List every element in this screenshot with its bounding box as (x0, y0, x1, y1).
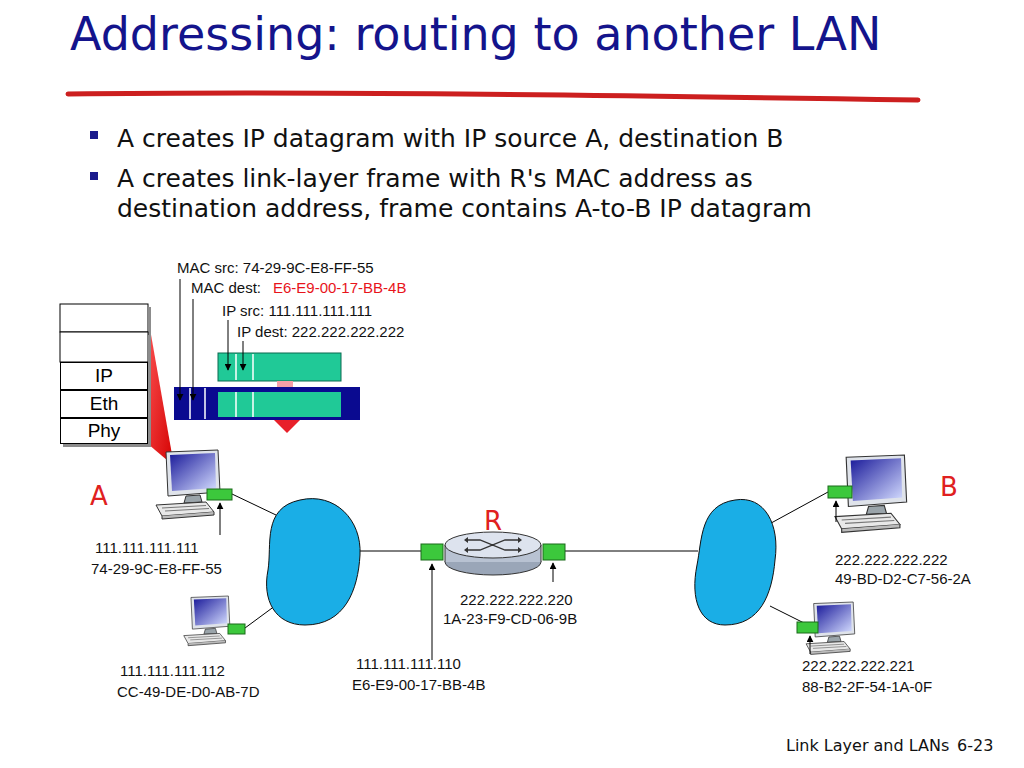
footer-text: Link Layer and LANs (786, 738, 949, 754)
mac-address: E6-E9-00-17-BB-4B (352, 677, 485, 692)
stack-layer (60, 332, 148, 362)
router-symbol (445, 532, 541, 558)
router-name: R (484, 508, 502, 534)
ethernet-frame (174, 387, 360, 420)
mac-address: E6-E9-00-17-BB-4B (273, 280, 406, 295)
mac-address: 49-BD-D2-C7-56-2A (835, 571, 971, 586)
network-adapter (543, 544, 565, 560)
host-name: A (90, 483, 108, 509)
slide-number: 6-23 (957, 738, 993, 754)
layer-name: IP (95, 365, 113, 387)
stack-shadow (148, 335, 151, 365)
lan-cloud (267, 499, 361, 625)
protocol-layer: IP (60, 362, 148, 390)
router-arrows (468, 540, 518, 550)
network-adapter (421, 544, 443, 560)
bullet-text: A creates IP datagram with IP source A, … (117, 124, 817, 154)
protocol-layer: Phy (60, 418, 148, 444)
bullet-text: A creates link-layer frame with R's MAC … (117, 164, 817, 224)
network-adapter (207, 489, 232, 500)
computer-icon (156, 450, 220, 519)
leader-line (193, 299, 194, 400)
bullet-square (90, 131, 98, 139)
title-underline (68, 93, 918, 100)
protocol-layer: Eth (60, 390, 148, 418)
zoom-wedge (146, 306, 174, 466)
router-arrows (464, 537, 522, 553)
computer-icon (184, 596, 230, 646)
network-adapter (797, 622, 818, 633)
lan-cloud (695, 499, 776, 625)
leader-line (553, 563, 554, 582)
mac-address: 1A-23-F9-CD-06-9B (443, 611, 577, 626)
leader-line (432, 564, 433, 660)
stack-shadow (148, 307, 151, 335)
mac-address: CC-49-DE-D0-AB-7D (117, 684, 260, 699)
ip-dest: IP dest: 222.222.222.222 (237, 324, 404, 339)
leader-line (180, 279, 181, 400)
mac-dest-label: MAC dest: (191, 280, 261, 295)
ip-address: 222.222.222.220 (460, 592, 573, 607)
network-adapter (228, 624, 245, 634)
leader-line (836, 501, 837, 522)
layer-name: Phy (88, 420, 121, 442)
mac-source: MAC src: 74-29-9C-E8-FF-55 (177, 260, 374, 275)
network-link (232, 492, 828, 628)
encapsulation-arrow (274, 420, 300, 433)
ip-source: IP src: 111.111.111.111 (222, 303, 372, 318)
stack-layer (60, 304, 148, 332)
ip-address: 111.111.111.111 (95, 540, 199, 555)
ip-address: 111.111.111.110 (356, 656, 461, 671)
leader-line (220, 503, 221, 535)
ip-address: 111.111.111.112 (120, 663, 225, 678)
bullet-square (90, 172, 98, 180)
leader-line (243, 341, 244, 370)
layer-name: Eth (90, 393, 119, 415)
ip-address: 222.222.222.221 (802, 658, 915, 673)
mac-address: 88-B2-2F-54-1A-0F (802, 679, 932, 694)
mac-address: 74-29-9C-E8-FF-55 (91, 561, 222, 576)
slide-title: Addressing: routing to another LAN (70, 1, 940, 67)
leader-line (810, 636, 811, 654)
leader-line (228, 320, 229, 370)
header-divider (190, 354, 253, 419)
network-adapter (828, 486, 852, 498)
ip-address: 222.222.222.222 (835, 552, 948, 567)
host-name: B (940, 474, 958, 500)
